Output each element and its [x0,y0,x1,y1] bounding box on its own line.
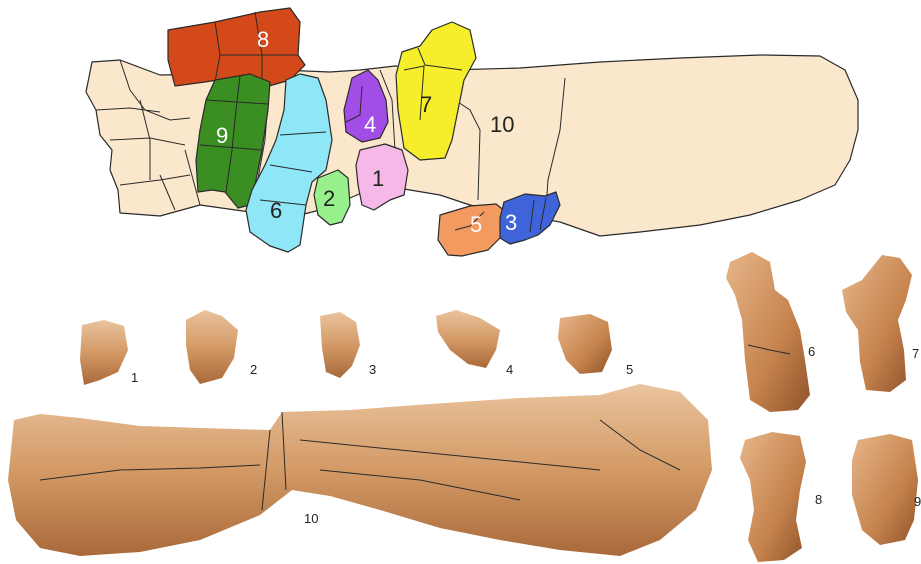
fossil-photo-7: 7 [842,255,919,392]
fragment-1: 1 [356,144,408,210]
fragment-5: 5 [438,204,506,256]
fragment-10-label: 10 [490,112,514,137]
fossil-photo-1: 1 [80,320,138,385]
fossil-label-3: 3 [369,362,376,377]
fragment-2-label: 2 [323,186,335,211]
fossil-photo-4: 4 [436,310,513,377]
fragment-7-label: 7 [420,92,432,117]
fragment-3: 3 [500,192,560,244]
fossil-photos: 1 2 3 4 5 6 7 [8,252,921,562]
fragment-9-label: 9 [216,123,228,148]
fragment-5-label: 5 [470,212,482,237]
fossil-photo-6: 6 [726,252,815,412]
fossil-label-6: 6 [808,344,815,359]
fossil-label-5: 5 [626,362,633,377]
fossil-label-7: 7 [912,346,919,361]
fragment-2: 2 [314,170,350,225]
fossil-photo-8: 8 [740,432,822,562]
reconstruction-diagram: 8 9 6 2 4 1 [86,8,858,256]
fragment-3-label: 3 [505,210,517,235]
fossil-label-1: 1 [131,370,138,385]
fossil-photo-9: 9 [852,434,921,545]
fossil-label-4: 4 [506,362,513,377]
fragment-1-label: 1 [372,166,384,191]
fossil-photo-10: 10 [8,384,712,556]
fossil-photo-3: 3 [320,312,376,378]
fossil-photo-2: 2 [186,310,257,384]
fossil-photo-5: 5 [558,314,633,377]
fossil-label-2: 2 [250,362,257,377]
fragment-4-label: 4 [364,112,376,137]
fossil-label-9: 9 [914,494,921,509]
fragment-6-label: 6 [270,198,282,223]
fossil-label-8: 8 [815,492,822,507]
fragment-8-label: 8 [257,27,269,52]
fossil-label-10: 10 [304,511,318,526]
